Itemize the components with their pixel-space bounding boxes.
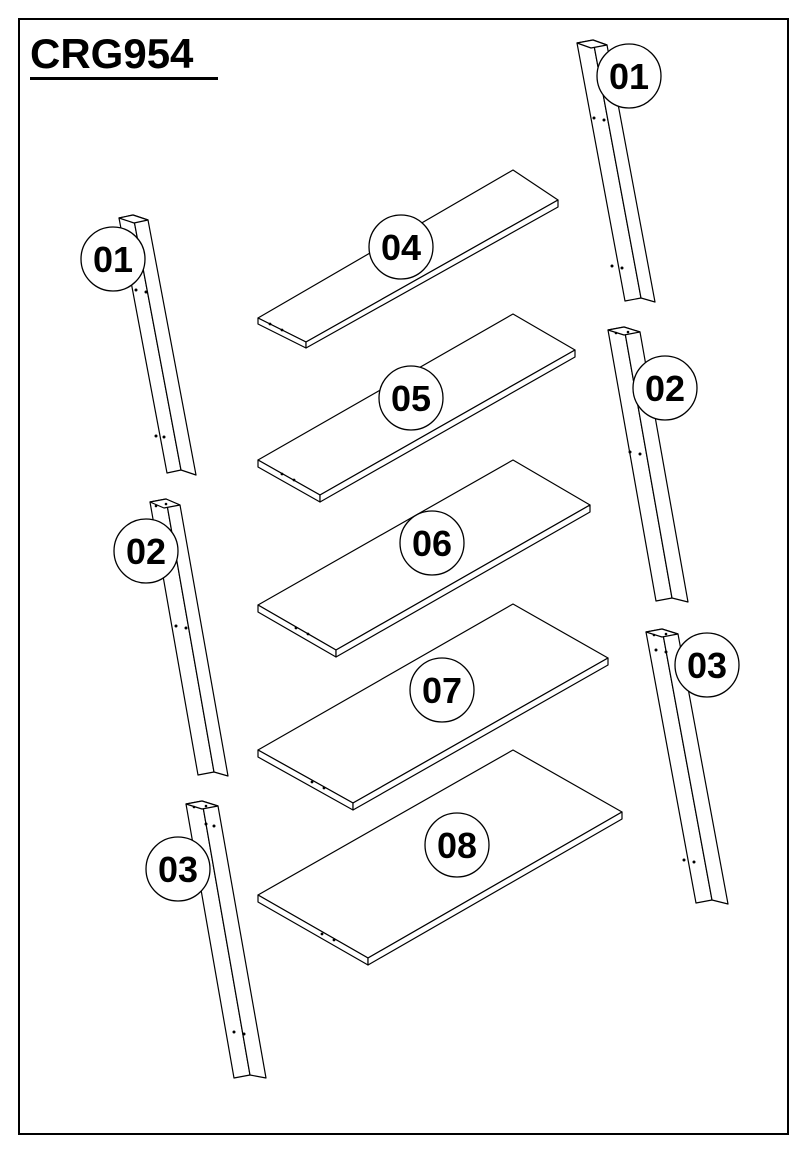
part-number-03-left: 03 bbox=[158, 849, 198, 890]
part-number-01-left: 01 bbox=[93, 239, 133, 280]
callout-02-right: 02 bbox=[633, 356, 697, 420]
callout-08: 08 bbox=[425, 813, 489, 877]
callout-01-left: 01 bbox=[81, 227, 145, 291]
part-number-02-left: 02 bbox=[126, 531, 166, 572]
callout-04: 04 bbox=[369, 215, 433, 279]
part-number-04: 04 bbox=[381, 227, 421, 268]
callout-02-left: 02 bbox=[114, 519, 178, 583]
part-number-07: 07 bbox=[422, 670, 462, 711]
leg-03-left bbox=[186, 801, 266, 1078]
callout-07: 07 bbox=[410, 658, 474, 722]
callout-06: 06 bbox=[400, 511, 464, 575]
part-number-05: 05 bbox=[391, 378, 431, 419]
callout-03-right: 03 bbox=[675, 633, 739, 697]
part-number-03-right: 03 bbox=[687, 645, 727, 686]
callout-05: 05 bbox=[379, 366, 443, 430]
callout-03-left: 03 bbox=[146, 837, 210, 901]
part-number-06: 06 bbox=[412, 523, 452, 564]
part-number-01-right: 01 bbox=[609, 56, 649, 97]
part-number-08: 08 bbox=[437, 825, 477, 866]
callout-01-right: 01 bbox=[597, 44, 661, 108]
part-number-02-right: 02 bbox=[645, 368, 685, 409]
